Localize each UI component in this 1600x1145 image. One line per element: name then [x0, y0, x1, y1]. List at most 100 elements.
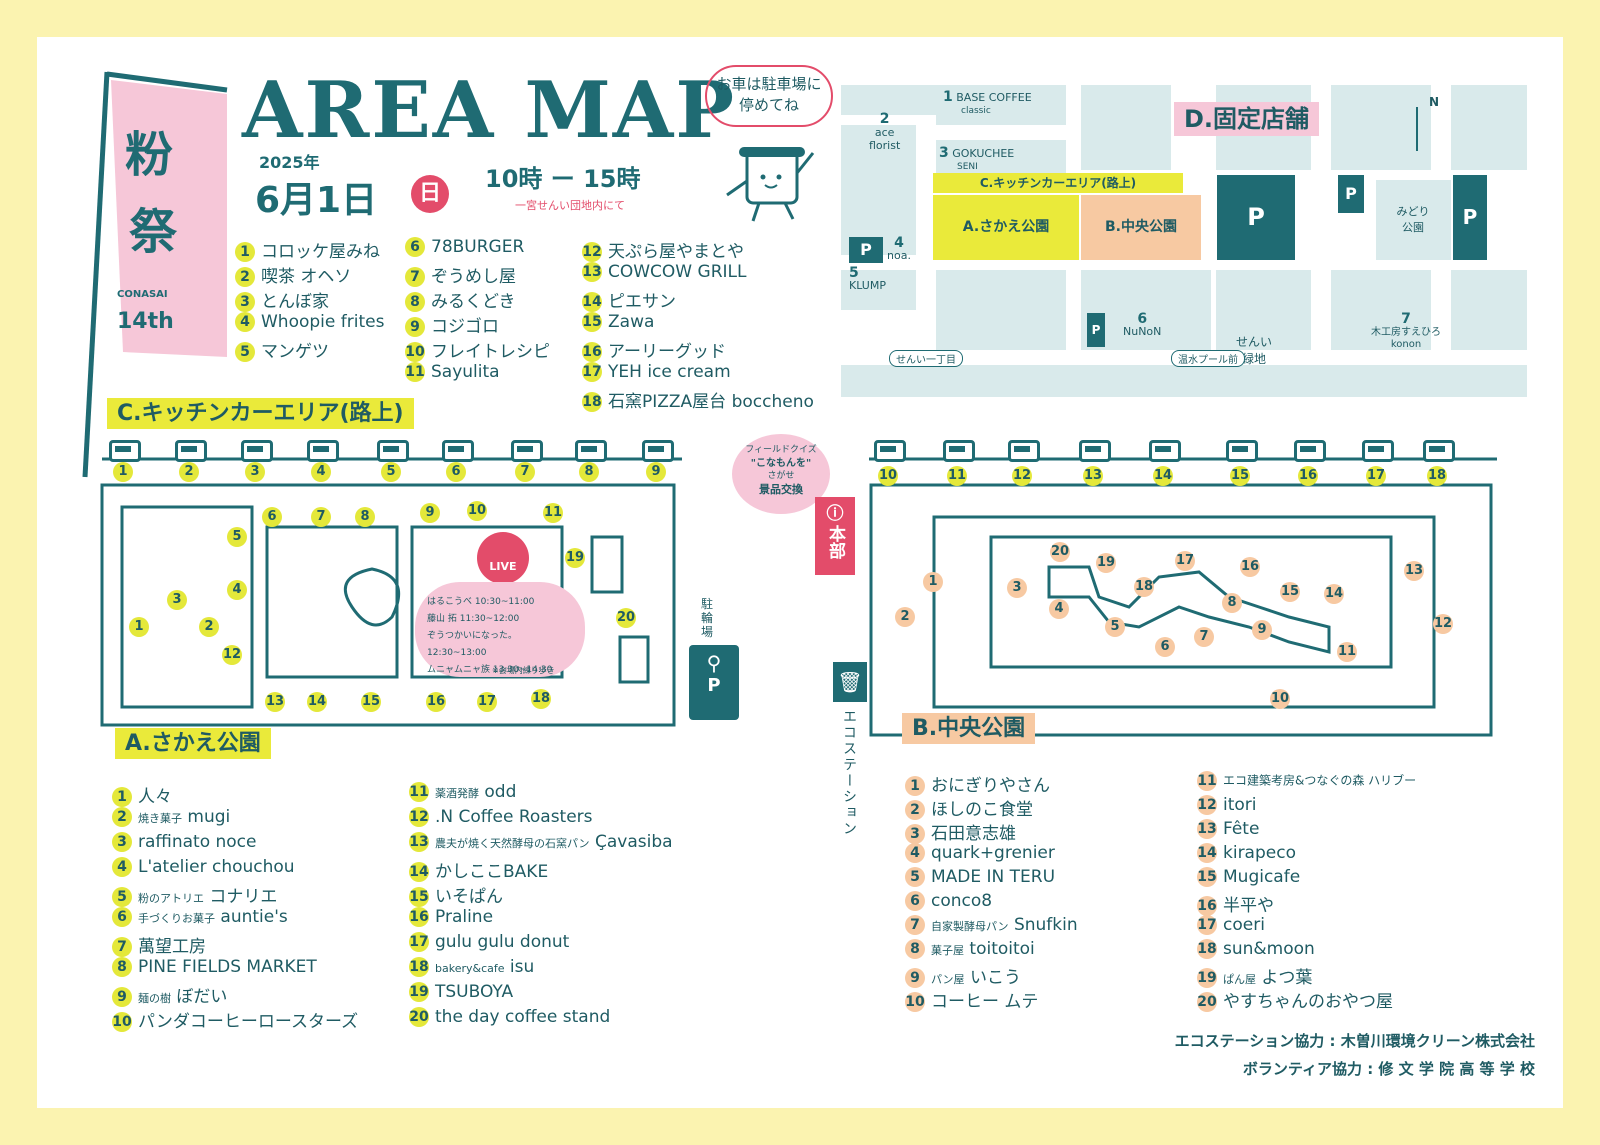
shop-sub: konon	[1390, 339, 1422, 350]
shop-name: かしここBAKE	[435, 862, 549, 882]
parking-bubble-line2: 停めてね	[738, 96, 799, 114]
kitchen-car-icon	[943, 440, 975, 462]
number-badge: 15	[1197, 867, 1217, 887]
shop-name: .N Coffee Roasters	[435, 807, 593, 827]
kitchen-car-icon	[307, 440, 339, 462]
shop-name: パンダコーヒーロースターズ	[138, 1012, 359, 1032]
headquarters-label: 本部	[825, 525, 845, 559]
performer: 藤山 拓	[427, 614, 457, 624]
d-fixed-shops-label: D.固定店舗	[1174, 99, 1320, 136]
north-icon: N	[1429, 95, 1440, 109]
number-badge: 4	[112, 857, 132, 877]
performer: ムニャムニャ族	[427, 665, 491, 675]
bicycle-parking-icon: ⚲ P	[689, 645, 739, 720]
shop-marker: 12	[1433, 614, 1453, 634]
shop-name: みるくどき	[431, 292, 516, 312]
shop-name: raffinato noce	[138, 832, 257, 852]
shop-name: ぼだい	[176, 987, 228, 1007]
date-day: 6月1日	[255, 180, 378, 221]
number-badge: 8	[905, 939, 925, 959]
number-badge: 18	[409, 957, 429, 977]
shop-marker: 4	[1049, 599, 1069, 619]
street-label: 温水プール前	[1171, 350, 1245, 367]
bicycle-icon: ⚲	[706, 651, 722, 675]
number-badge: 18	[1197, 939, 1217, 959]
shop-marker: 14	[307, 692, 327, 712]
list-item: 12.N Coffee Roasters	[409, 807, 673, 832]
parking-icon: P	[1453, 175, 1487, 260]
shop-marker: 14	[1324, 584, 1344, 604]
shop-name: エコ建築考房&つなぐの森 ハリブー	[1223, 773, 1417, 788]
festival-name-2: 祭	[129, 204, 178, 260]
number-badge: 17	[409, 932, 429, 952]
shop-name: Whoopie frites	[261, 312, 385, 332]
time: 10:30~11:00	[474, 597, 535, 607]
shop-name: kirapeco	[1223, 843, 1296, 863]
date-venue: 一宮せんい団地内にて	[515, 199, 625, 212]
number-badge: 7	[405, 267, 425, 287]
shop-marker: 9	[1252, 620, 1272, 640]
shop-name: 喫茶 オヘソ	[261, 267, 352, 287]
shop-name: GOKUCHEE	[952, 147, 1015, 160]
number-badge: 6	[405, 237, 425, 257]
festival-flag	[82, 71, 228, 478]
shop-prefix: 自家製酵母パン	[931, 920, 1009, 933]
shop-prefix: 菓子屋	[931, 944, 964, 957]
quiz-line: 景品交換	[759, 483, 803, 496]
shop-name: やすちゃんのおやつ屋	[1223, 992, 1393, 1012]
shop-name: コーヒー ムテ	[931, 992, 1039, 1012]
shop-name: よつ葉	[1261, 968, 1313, 988]
date-time: 10時 ー 15時	[485, 165, 641, 193]
overview-kitchen-car: C.キッチンカーエリア(路上)	[933, 173, 1183, 193]
shop-marker: 15	[361, 692, 381, 712]
shop-marker: 2	[199, 617, 219, 637]
shop-name: 石窯PIZZA屋台 boccheno	[608, 392, 814, 412]
number-badge: 16	[409, 907, 429, 927]
shop-name: 半平や	[1223, 896, 1274, 916]
shop-marker: 5	[1105, 617, 1125, 637]
live-row: はるこうべ 10:30~11:00	[427, 594, 573, 611]
shop-name: いこう	[969, 968, 1021, 988]
shop-marker: 8	[1222, 593, 1242, 613]
shop-name: 萬望工房	[138, 937, 206, 957]
shop-prefix: ぱん屋	[1223, 973, 1256, 986]
shop-sub: SENI	[957, 162, 978, 172]
kitchen-car-icon	[1226, 440, 1258, 462]
live-badge: LIVE	[477, 532, 529, 584]
shop-name: TSUBOYA	[435, 982, 514, 1002]
time: 12:30~13:00	[427, 648, 487, 658]
shop-name: ピエサン	[608, 292, 676, 312]
number-badge: 13	[582, 262, 602, 282]
headquarters: ⓘ 本部	[815, 497, 855, 575]
shop-name: Mugicafe	[1223, 867, 1301, 887]
parking-icon: P	[1087, 313, 1105, 347]
number-badge: 8	[112, 957, 132, 977]
shop-name: itori	[1223, 795, 1257, 815]
number-badge: 7	[905, 915, 925, 935]
car-marker: 8	[579, 462, 599, 482]
shop-name: ぞうめし屋	[431, 267, 516, 287]
shop-prefix: 焼き菓子	[138, 812, 182, 825]
shop-name: マンゲツ	[261, 342, 329, 362]
shop-marker: 15	[1280, 582, 1300, 602]
car-marker: 11	[947, 466, 967, 486]
kitchen-car-icon	[175, 440, 207, 462]
kitchen-car-icon	[642, 440, 674, 462]
number-badge: 5	[112, 887, 132, 907]
parking-icon: P	[849, 237, 883, 263]
number-badge: 20	[409, 1007, 429, 1027]
shop-marker: 17	[477, 692, 497, 712]
